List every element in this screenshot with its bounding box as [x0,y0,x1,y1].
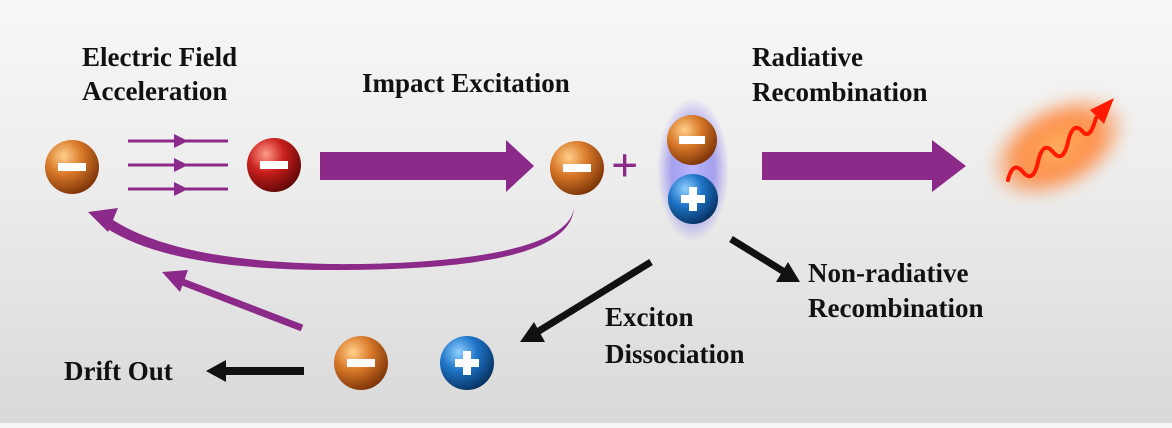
hot-electron-icon [247,138,301,192]
nonradiative-label-line1: Non-radiative [808,258,969,288]
electron-icon [45,140,99,194]
exciton-dissociation-label-line2: Dissociation [605,339,745,369]
acceleration-arrow [320,140,534,192]
photon-icon [987,92,1129,202]
nonradiative-label-line2: Recombination [808,293,984,323]
radiative-label-line2: Recombination [752,77,928,107]
radiative-arrow [762,140,966,192]
electron-icon [550,141,604,195]
plus-sign: + [611,139,639,192]
return-curved-arrow [88,207,574,270]
impact-excitation-label: Impact Excitation [362,68,570,98]
hole-icon [440,336,494,390]
electron-icon [334,336,388,390]
electric-field-label-line2: Acceleration [82,76,228,106]
dissociation-arrow [520,259,653,342]
exciton-electron-icon [667,115,717,165]
drift-out-arrow [206,360,304,382]
exciton-dissociation-label-line1: Exciton [605,302,694,332]
radiative-label-line1: Radiative [752,42,863,72]
exciton-hole-icon [668,174,718,224]
nonradiative-arrow [729,236,800,282]
drift-back-arrow [162,270,304,332]
electric-field-lines [128,134,228,196]
electric-field-label-line1: Electric Field [82,42,238,72]
drift-out-label: Drift Out [64,356,173,386]
